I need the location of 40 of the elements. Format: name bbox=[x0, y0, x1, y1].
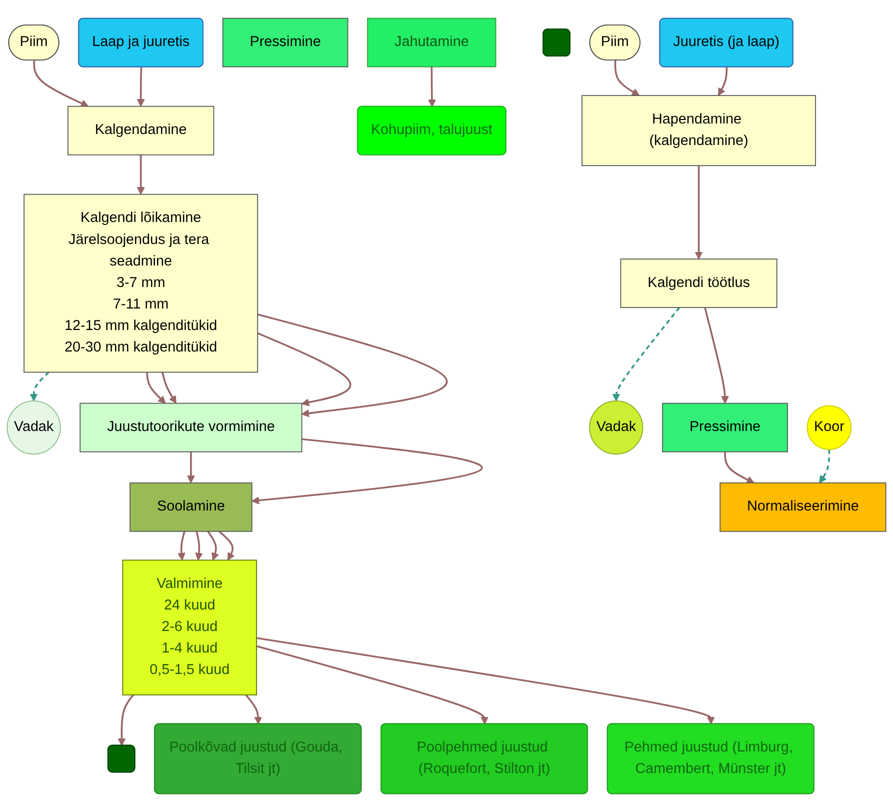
node-box: Pressimine bbox=[222, 18, 348, 68]
arrow bbox=[136, 67, 145, 107]
node-box: Kalgendamine bbox=[67, 106, 214, 156]
arrow bbox=[30, 372, 50, 402]
arrow bbox=[118, 694, 134, 746]
node-box: Hapendamine (kalgendamine) bbox=[582, 95, 816, 166]
node-box: Kalgendi lõikamine Järelsoojendus ja tera seadmine 3-7 mm 7-11 mm 12-15 mm kalgenditükid 20-30 mm kalgenditükid bbox=[24, 194, 258, 373]
arrow bbox=[136, 154, 145, 195]
arrow bbox=[614, 60, 640, 96]
arrow bbox=[33, 60, 89, 107]
arrow bbox=[245, 694, 262, 724]
node-box: Juustutoorikute vormimine bbox=[80, 402, 302, 452]
node-box: Valmimine 24 kuud 2-6 kuud 1-4 kuud 0,5-1,5 kuud bbox=[122, 560, 257, 696]
node-box: Normaliseerimine bbox=[720, 482, 886, 532]
arrow bbox=[256, 645, 488, 724]
arrow bbox=[252, 438, 482, 504]
node-box: Soolamine bbox=[130, 482, 252, 532]
arrow bbox=[428, 66, 436, 108]
arrow bbox=[256, 637, 715, 724]
node-box: Pressimine bbox=[662, 402, 788, 452]
node-circle: Koor bbox=[806, 405, 852, 450]
arrow bbox=[612, 306, 680, 402]
node-circle: Vadak bbox=[589, 400, 644, 455]
arrow bbox=[187, 452, 195, 484]
arrow bbox=[195, 531, 203, 560]
node-box: Kalgendi töötlus bbox=[620, 258, 778, 308]
arrow bbox=[718, 67, 728, 96]
arrow bbox=[146, 372, 166, 404]
arrow bbox=[162, 372, 176, 404]
arrow bbox=[207, 530, 220, 560]
arrow bbox=[257, 332, 352, 406]
node-box: Jahutamine bbox=[367, 18, 496, 68]
arrow bbox=[819, 449, 830, 484]
node-circle: Vadak bbox=[6, 400, 61, 455]
arrow bbox=[724, 452, 754, 484]
arrow bbox=[218, 530, 235, 560]
arrow bbox=[694, 166, 703, 260]
arrow bbox=[178, 531, 186, 560]
arrow bbox=[704, 307, 729, 404]
arrow bbox=[257, 314, 448, 418]
